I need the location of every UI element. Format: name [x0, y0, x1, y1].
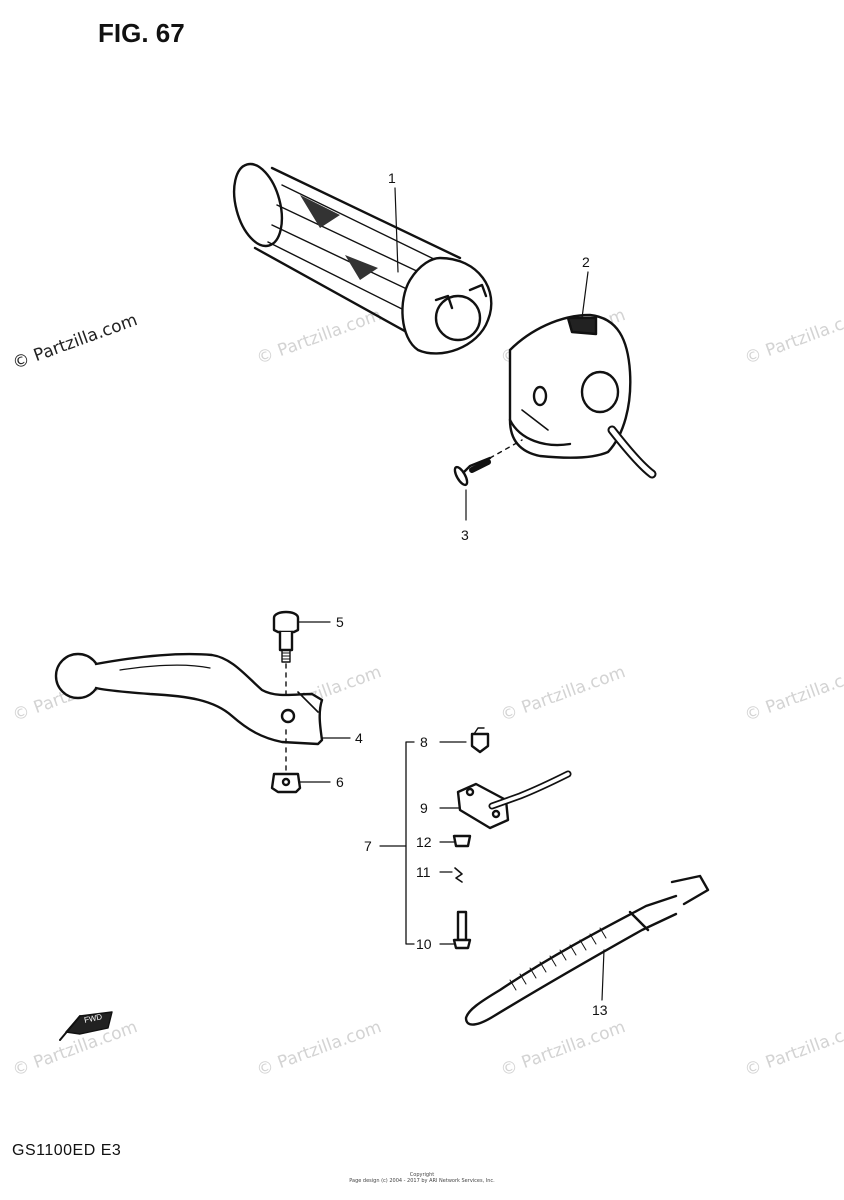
copyright-notice: Copyright Page design (c) 2004 - 2017 by…: [0, 1172, 844, 1184]
part-label-8: 8: [420, 734, 428, 750]
part-label-11: 11: [416, 864, 431, 880]
nut-drawing: [270, 772, 302, 794]
part-label-4: 4: [355, 730, 363, 746]
copyright-line: Copyright: [409, 1172, 435, 1178]
part-label-9: 9: [420, 800, 428, 816]
part-label-6: 6: [336, 774, 344, 790]
switch-assembly-drawing: [379, 727, 572, 950]
bolt-drawing: [272, 610, 300, 771]
part-label-3: 3: [461, 527, 469, 543]
part-label-2: 2: [582, 254, 590, 270]
part-label-12: 12: [416, 834, 432, 850]
copyright-line: Page design (c) 2004 - 2017 by ARI Netwo…: [349, 1178, 495, 1184]
grip-drawing: [232, 162, 493, 355]
screw-drawing: [453, 439, 523, 521]
switch-housing-drawing: [508, 313, 657, 479]
figure-title: FIG. 67: [98, 18, 185, 48]
part-label-1: 1: [388, 170, 396, 186]
part-label-10: 10: [416, 936, 432, 952]
clamp-band-drawing: [464, 874, 710, 1026]
lever-drawing: [54, 652, 324, 746]
part-label-5: 5: [336, 614, 344, 630]
part-label-7: 7: [364, 838, 372, 854]
fwd-arrow-icon: [59, 1011, 113, 1041]
part-label-13: 13: [592, 1002, 608, 1018]
model-code: GS1100ED E3: [12, 1142, 122, 1159]
